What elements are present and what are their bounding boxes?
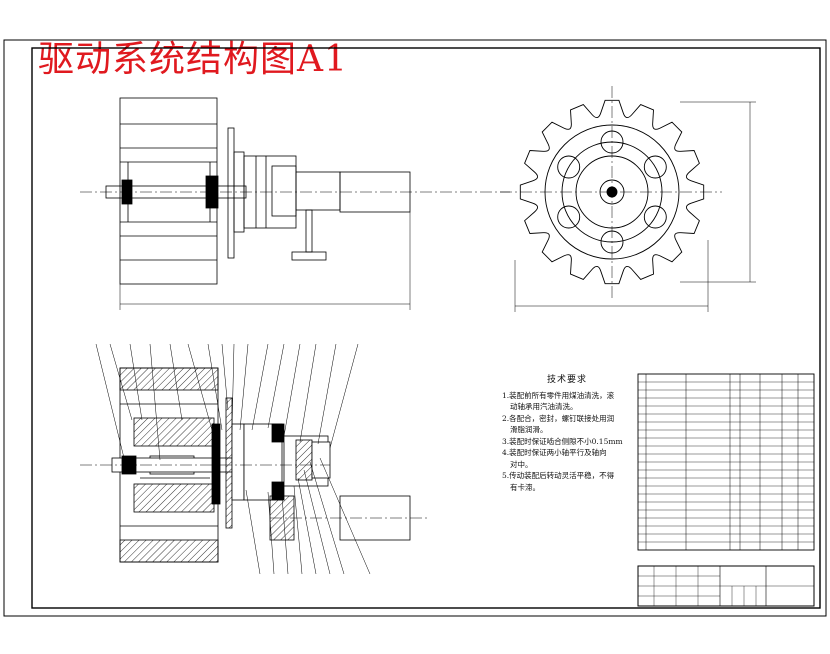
tech-line: 滑脂润滑。 xyxy=(510,425,548,434)
side-view xyxy=(514,99,756,312)
bolt-hole xyxy=(557,155,581,179)
technical-requirements: 技术要求 1.装配前所有零件用煤油清洗，滚 动轴承用汽油清洗。 2.各配合，密封… xyxy=(502,375,632,493)
tech-line: 2.各配合，密封，螺钉联接处用润 xyxy=(502,413,615,423)
outer-border xyxy=(3,39,827,617)
tech-line: 动轴承用汽油清洗。 xyxy=(510,402,578,411)
drawing-title: 驱动系统结构图A1 xyxy=(38,39,348,80)
tech-line: 对中。 xyxy=(510,459,533,469)
tech-line: 1.装配前所有零件用煤油清洗，滚 xyxy=(502,390,615,400)
tech-line: 5.传动装配后转动灵活平稳，不得 xyxy=(502,471,615,480)
sprocket-outline xyxy=(519,99,705,285)
tech-line: 有卡滞。 xyxy=(510,482,540,492)
tech-line: 4.装配时保证两小轴平行及轴向 xyxy=(502,448,607,457)
tech-heading: 技术要求 xyxy=(546,375,587,385)
bolt-hole xyxy=(643,205,667,229)
tech-line: 3.装配时保证啮合侧隙不小0.15mm xyxy=(502,436,623,446)
leader-lines xyxy=(95,343,371,575)
bolt-hole xyxy=(643,155,667,179)
parts-list xyxy=(637,373,815,551)
bolt-hole xyxy=(557,205,581,229)
front-view xyxy=(105,97,411,310)
title-block xyxy=(637,565,815,607)
inner-border xyxy=(31,47,821,609)
